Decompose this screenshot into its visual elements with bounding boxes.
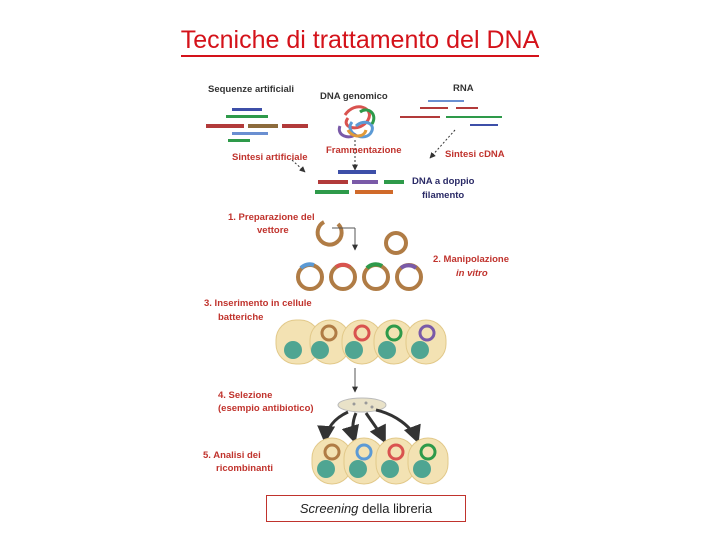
label-step2-line2: in vitro bbox=[456, 268, 488, 279]
artificial-sequences bbox=[206, 108, 308, 142]
label-step1-line1: 1. Preparazione del bbox=[228, 212, 315, 223]
selection-arrows bbox=[317, 408, 421, 444]
label-step3-line1: 3. Inserimento in cellule bbox=[204, 298, 312, 309]
arrow-from-artificial bbox=[291, 159, 306, 173]
label-step2-line1: 2. Manipolazione bbox=[433, 254, 509, 265]
label-step5-line1: 5. Analisi dei bbox=[203, 450, 261, 461]
label-step4-line2: (esempio antibiotico) bbox=[218, 403, 314, 414]
label-dna-genomico: DNA genomico bbox=[320, 91, 388, 102]
label-dna-doppio-1: DNA a doppio bbox=[412, 176, 475, 187]
vector-plasmid-open bbox=[315, 220, 344, 247]
double-stranded-fragments bbox=[315, 170, 404, 194]
recombinant-plasmids-row bbox=[296, 262, 423, 291]
vector-plasmid-closed bbox=[384, 231, 408, 255]
petri-dish bbox=[337, 397, 387, 413]
screening-rest: della libreria bbox=[358, 501, 433, 516]
screening-box: Screening della libreria bbox=[266, 495, 466, 522]
genomic-dna-tangle bbox=[337, 105, 376, 139]
label-step5-line2: ricombinanti bbox=[216, 463, 273, 474]
recombinant-analysis-cells bbox=[311, 437, 449, 485]
label-sintesi-artificiale: Sintesi artificiale bbox=[232, 152, 308, 163]
label-frammentazione: Frammentazione bbox=[326, 145, 402, 156]
rna-strands bbox=[400, 100, 502, 126]
page-title-text: Tecniche di trattamento del DNA bbox=[180, 26, 540, 57]
label-rna: RNA bbox=[453, 83, 474, 94]
label-sequenze-artificiali: Sequenze artificiali bbox=[208, 84, 294, 95]
page-title: Tecniche di trattamento del DNA bbox=[0, 26, 720, 57]
bacterial-cells-row bbox=[275, 319, 447, 365]
label-step3-line2: batteriche bbox=[218, 312, 263, 323]
label-dna-doppio-2: filamento bbox=[422, 190, 464, 201]
screening-italic: Screening bbox=[299, 501, 359, 516]
label-step1-line2: vettore bbox=[257, 225, 289, 236]
label-sintesi-cdna: Sintesi cDNA bbox=[445, 149, 505, 160]
label-step4-line1: 4. Selezione bbox=[218, 390, 272, 401]
